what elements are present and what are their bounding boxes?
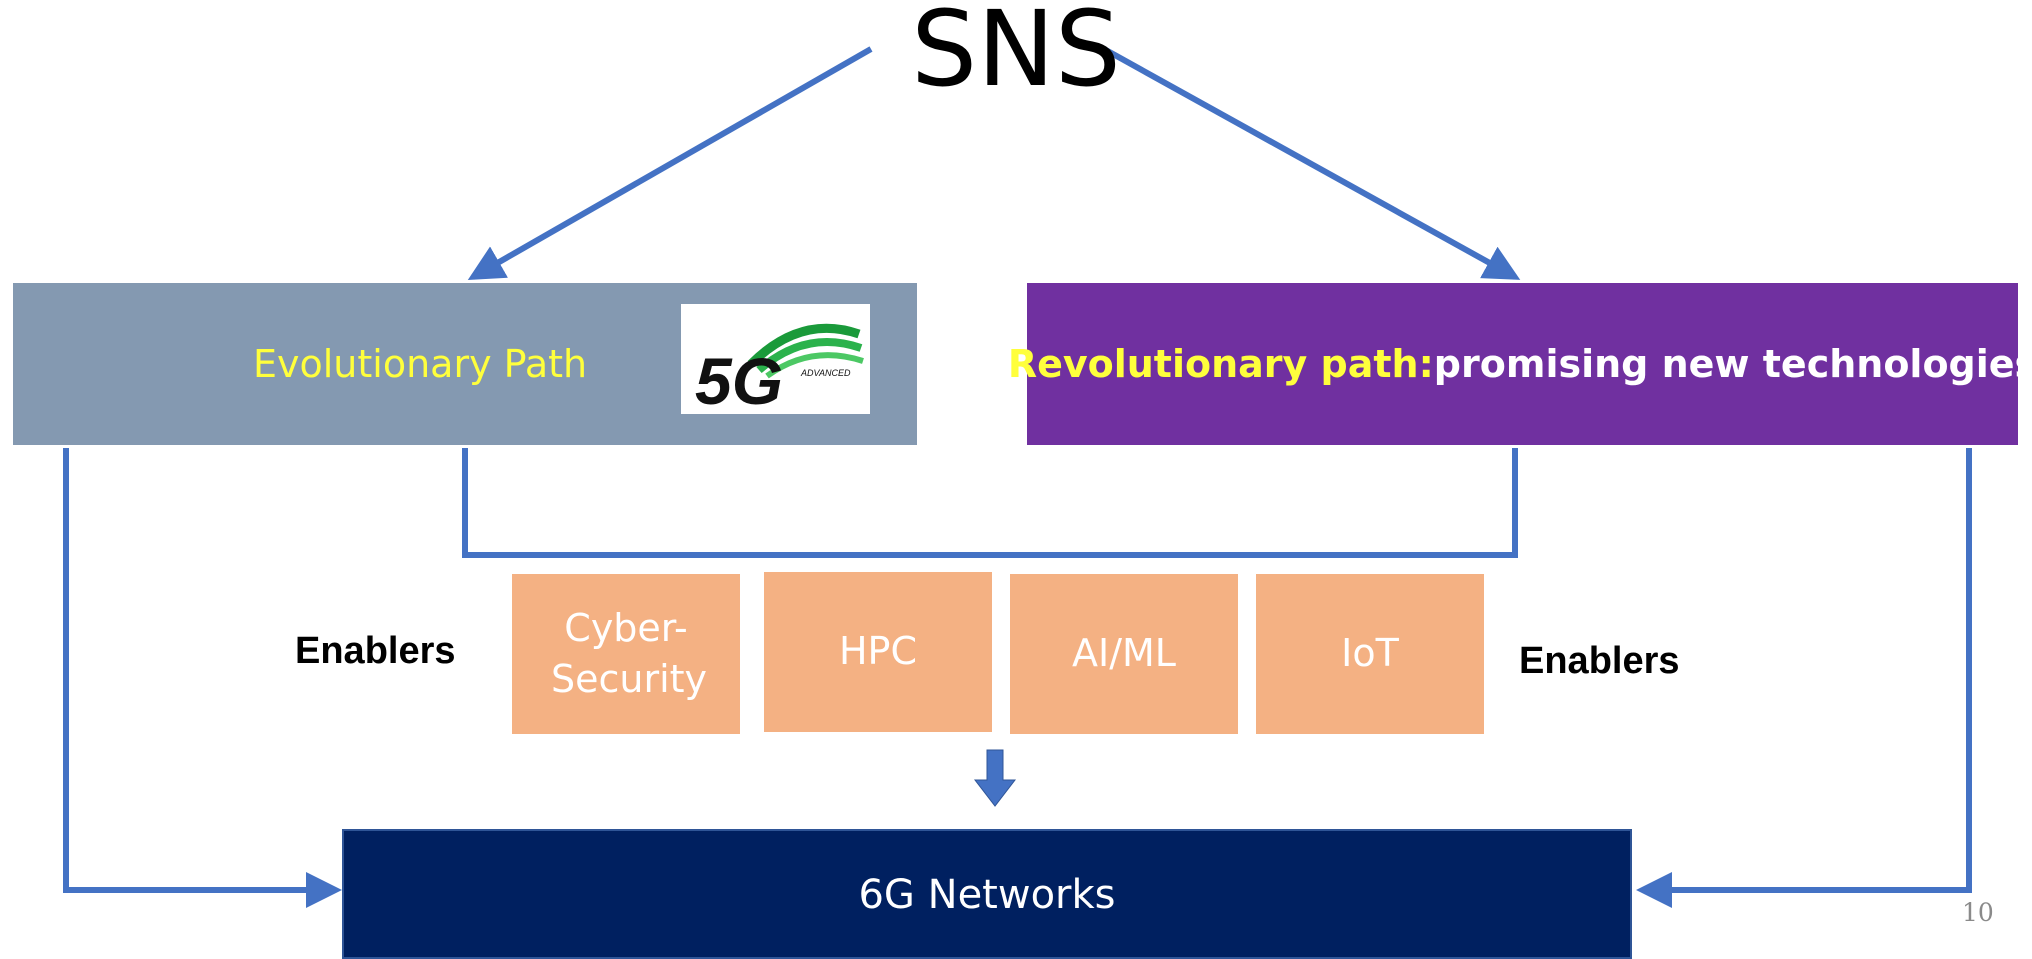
enabler-iot: IoT [1256, 574, 1484, 734]
arrow-enablers-to-6g [973, 749, 1017, 807]
enabler-label: IoT [1341, 631, 1399, 676]
enabler-label: AI/ML [1072, 631, 1176, 676]
enabler-cyber-security: Cyber-Security [512, 574, 740, 734]
revolutionary-path-label: Revolutionary path: [1007, 342, 1434, 386]
6g-networks-box: 6G Networks [342, 829, 1632, 959]
revolutionary-path-box: Revolutionary path: promising new techno… [1008, 283, 2032, 445]
5g-advanced-logo: 5G ADVANCED [681, 304, 870, 414]
arrow-evolutionary-to-6g [63, 448, 342, 908]
arrow-sns-to-revolutionary [1102, 46, 1521, 280]
revolutionary-path-description: promising new technologies [1433, 342, 2032, 386]
diagram-title: SNS [911, 0, 1121, 110]
enablers-label-right: Enablers [1519, 640, 1680, 682]
enabler-hpc: HPC [764, 572, 992, 732]
5g-advanced-icon: 5G ADVANCED [695, 323, 864, 414]
enabler-bracket [462, 448, 1518, 558]
logo-advanced-text: ADVANCED [800, 368, 851, 378]
arrow-sns-to-evolutionary [467, 46, 873, 280]
enablers-label-left: Enablers [295, 630, 456, 672]
arrow-revolutionary-to-6g [1636, 448, 1972, 908]
enabler-ai-ml: AI/ML [1010, 574, 1238, 734]
page-number: 10 [1962, 898, 1994, 927]
logo-5g-text: 5G [695, 344, 783, 414]
evolutionary-path-label: Evolutionary Path [253, 342, 588, 386]
enabler-label: HPC [838, 629, 918, 674]
enabler-label: Cyber-Security [551, 605, 708, 701]
evolutionary-path-box: Evolutionary Path 5G ADVANCED [13, 283, 917, 445]
